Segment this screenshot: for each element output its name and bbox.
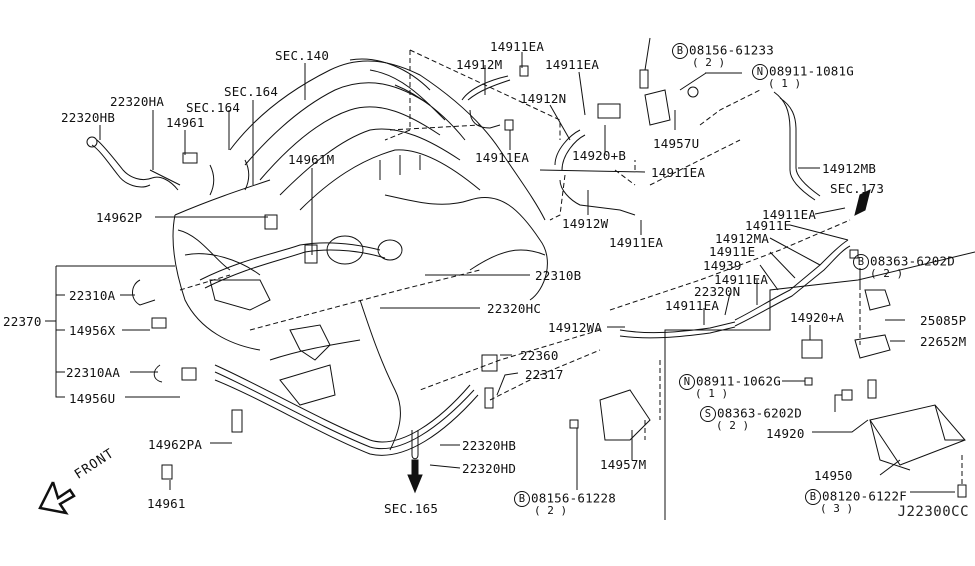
part-label-14920-b[interactable]: 14920+B	[572, 148, 627, 163]
part-label-14950[interactable]: 14950	[814, 468, 853, 483]
fastener-qty: ( 2 )	[870, 267, 904, 280]
part-label-14911ea[interactable]: 14911EA	[475, 150, 530, 165]
part-label-14920[interactable]: 14920	[766, 426, 805, 441]
part-label-14962pa[interactable]: 14962PA	[148, 437, 203, 452]
part-label-14911ea[interactable]: 14911EA	[490, 39, 545, 54]
part-label-25085p[interactable]: 25085P	[920, 313, 967, 328]
fastener-qty: ( 2 )	[534, 504, 568, 517]
part-label-22320n[interactable]: 22320N	[694, 284, 741, 299]
part-label-14911e[interactable]: 14911E	[709, 244, 756, 259]
part-label-14912mb[interactable]: 14912MB	[822, 161, 877, 176]
part-label-14961[interactable]: 14961	[147, 496, 186, 511]
fastener-qty: ( 2 )	[716, 419, 750, 432]
part-label-22652m[interactable]: 22652M	[920, 334, 967, 349]
part-label-22320ha[interactable]: 22320HA	[110, 94, 165, 109]
part-label-14911ea[interactable]: 14911EA	[651, 165, 706, 180]
fastener-part-number: 08156-61233	[689, 42, 774, 58]
fastener-qty: ( 1 )	[768, 77, 802, 90]
part-label-14912n[interactable]: 14912N	[520, 91, 567, 106]
part-label-14911ea[interactable]: 14911EA	[714, 272, 769, 287]
part-label-22320hd[interactable]: 22320HD	[462, 461, 517, 476]
screw-s-icon: S	[700, 406, 716, 422]
part-label-22360[interactable]: 22360	[520, 348, 559, 363]
fastener-qty: ( 3 )	[820, 502, 854, 515]
part-label-22310b[interactable]: 22310B	[535, 268, 582, 283]
fastener-part-number: 08363-6202D	[870, 253, 955, 269]
part-label-14912m[interactable]: 14912M	[456, 57, 503, 72]
part-label-14911ea[interactable]: 14911EA	[545, 57, 600, 72]
part-label-14911ea[interactable]: 14911EA	[665, 298, 720, 313]
section-ref-140[interactable]: SEC.140	[275, 48, 330, 63]
front-arrow-icon	[38, 480, 78, 515]
part-label-14920-a[interactable]: 14920+A	[790, 310, 845, 325]
part-label-14956u[interactable]: 14956U	[69, 391, 116, 406]
section-ref-164[interactable]: SEC.164	[186, 100, 241, 115]
part-label-22310a[interactable]: 22310A	[69, 288, 116, 303]
nut-n-icon: N	[679, 374, 695, 390]
leader-lines	[45, 38, 975, 520]
part-label-14961[interactable]: 14961	[166, 115, 205, 130]
section-ref-164[interactable]: SEC.164	[224, 84, 279, 99]
part-label-14912ma[interactable]: 14912MA	[715, 231, 770, 246]
components	[152, 66, 966, 497]
part-label-14961m[interactable]: 14961M	[288, 152, 335, 167]
fastener-part-number: 08911-1062G	[696, 373, 781, 389]
fastener-qty: ( 2 )	[692, 56, 726, 69]
part-label-14957u[interactable]: 14957U	[653, 136, 700, 151]
hoses	[87, 76, 850, 459]
part-label-22320hc[interactable]: 22320HC	[487, 301, 542, 316]
fastener-part-number: 08363-6202D	[717, 405, 802, 421]
part-label-14912wa[interactable]: 14912WA	[548, 320, 603, 335]
bolt-b-icon: B	[805, 489, 821, 505]
fastener-part-number: 08120-6122F	[822, 488, 907, 504]
section-ref-173[interactable]: SEC.173	[830, 181, 885, 196]
fastener-qty: ( 1 )	[695, 387, 729, 400]
fastener-part-number: 08911-1081G	[769, 63, 854, 79]
part-label-14956x[interactable]: 14956X	[69, 323, 116, 338]
part-label-22310aa[interactable]: 22310AA	[66, 365, 121, 380]
bolt-b-icon: B	[514, 491, 530, 507]
part-label-14911ea[interactable]: 14911EA	[609, 235, 664, 250]
bolt-b-icon: B	[853, 254, 869, 270]
part-label-14962p[interactable]: 14962P	[96, 210, 143, 225]
nut-n-icon: N	[752, 64, 768, 80]
part-label-22317[interactable]: 22317	[525, 367, 564, 382]
part-label-14911e[interactable]: 14911E	[745, 218, 792, 233]
part-label-22320hb[interactable]: 22320HB	[61, 110, 116, 125]
engine-assembly	[150, 59, 547, 450]
part-label-14912w[interactable]: 14912W	[562, 216, 609, 231]
part-label-22370[interactable]: 22370	[3, 314, 42, 329]
bolt-b-icon: B	[672, 43, 688, 59]
part-label-22320hb[interactable]: 22320HB	[462, 438, 517, 453]
part-label-14957m[interactable]: 14957M	[600, 457, 647, 472]
part-label-14911ea[interactable]: 14911EA	[762, 207, 817, 222]
drawing-code: J22300CC	[897, 504, 969, 520]
section-ref-165[interactable]: SEC.165	[384, 501, 439, 516]
assembly-guide-lines	[180, 50, 962, 485]
fastener-part-number: 08156-61228	[531, 490, 616, 506]
part-label-14939[interactable]: 14939	[703, 258, 742, 273]
